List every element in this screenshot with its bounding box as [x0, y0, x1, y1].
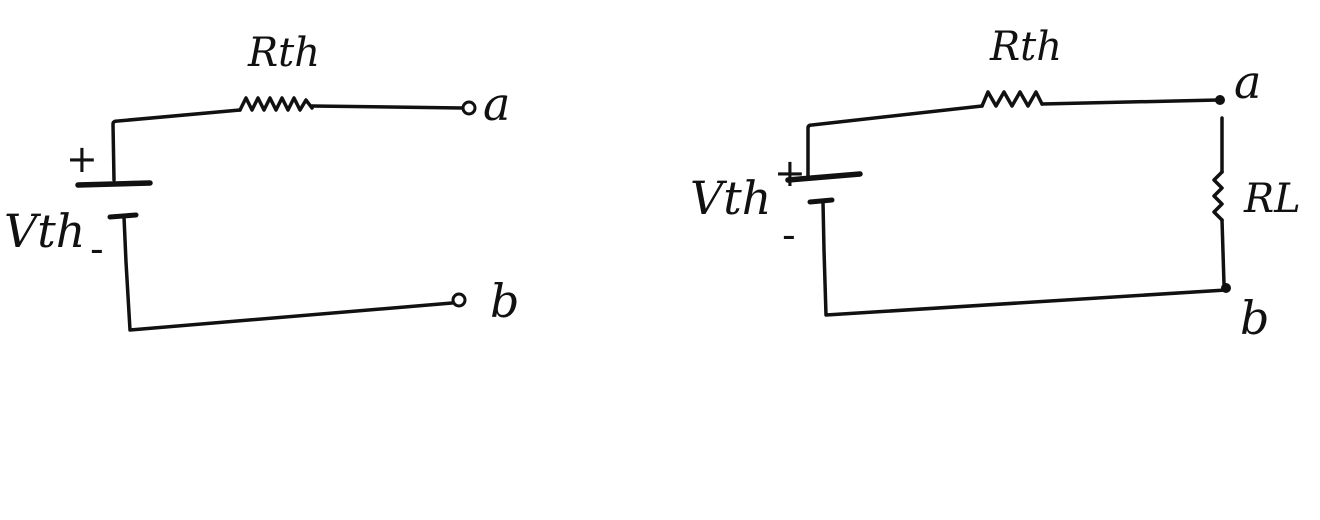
- left-battery-positive-plate: [75, 180, 153, 188]
- left-top-wire-to-terminal-a: [310, 104, 464, 110]
- right-minus-sign: -: [782, 213, 796, 257]
- right-node-a: [1215, 95, 1225, 105]
- circuit-right: Rth a b RL Vth + -: [690, 24, 1301, 345]
- left-terminal-b-label: b: [490, 274, 519, 328]
- right-top-wire-to-node-a: [1040, 98, 1220, 106]
- right-top-wire-to-resistor: [806, 104, 984, 178]
- left-terminal-a-node: [461, 100, 477, 116]
- left-bottom-wire: [122, 215, 454, 332]
- left-top-wire-to-resistor: [111, 108, 242, 182]
- right-terminal-a-label: a: [1234, 55, 1261, 109]
- right-rl-resistor: [1212, 170, 1224, 222]
- right-terminal-b-label: b: [1240, 291, 1269, 345]
- right-battery-positive-plate: [785, 171, 863, 183]
- left-rth-label: Rth: [247, 30, 320, 76]
- right-rth-resistor: [980, 90, 1044, 108]
- circuit-left: Rth a b Vth + -: [4, 30, 519, 332]
- left-minus-sign: -: [90, 227, 104, 271]
- left-terminal-a-label: a: [483, 77, 510, 131]
- right-bottom-wire: [821, 200, 1228, 317]
- left-plus-sign: +: [66, 137, 98, 181]
- right-rth-label: Rth: [989, 24, 1062, 70]
- right-plus-sign: +: [774, 151, 806, 195]
- right-vth-label: Vth: [690, 171, 771, 225]
- right-battery-negative-plate: [807, 197, 835, 205]
- right-wire-load-to-b: [1220, 218, 1226, 286]
- right-rl-label: RL: [1243, 176, 1301, 222]
- left-rth-resistor: [238, 96, 314, 112]
- left-vth-label: Vth: [4, 204, 85, 258]
- left-terminal-b-node: [451, 292, 467, 308]
